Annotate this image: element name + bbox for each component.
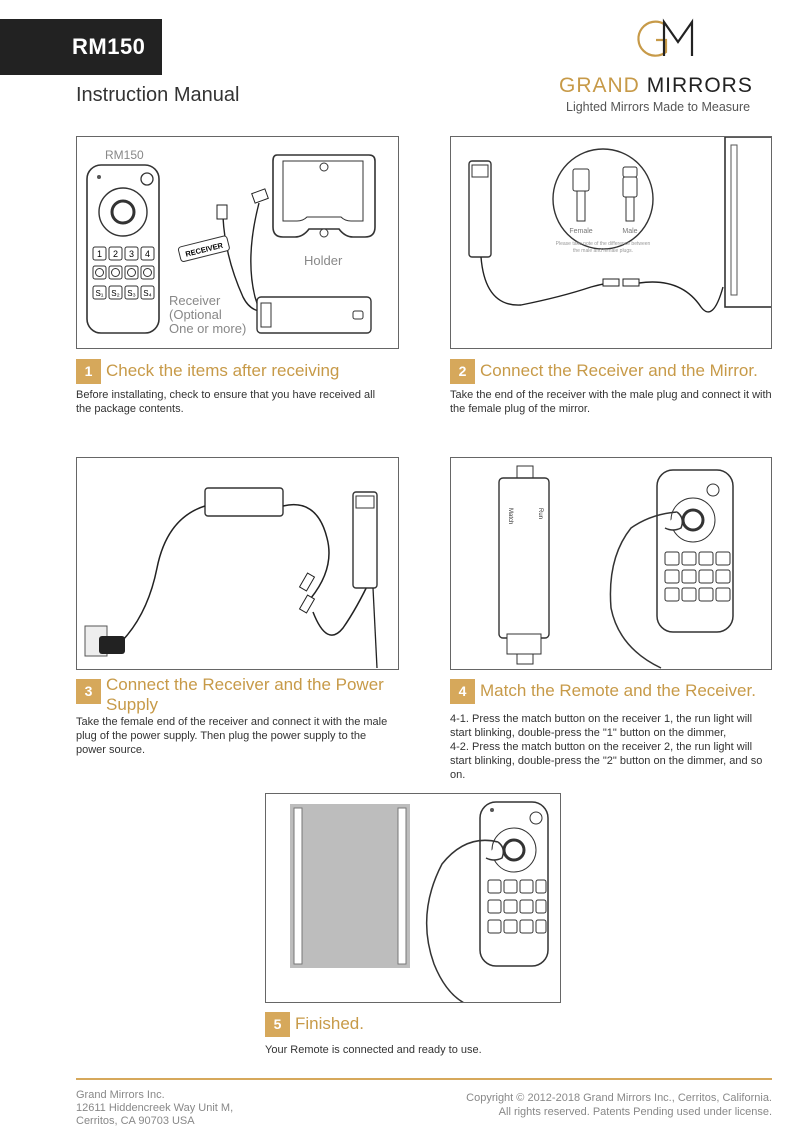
receiver-note-line2: (Optional bbox=[169, 307, 222, 322]
scene-1-label: S₁ bbox=[95, 289, 103, 298]
gm-monogram-icon bbox=[637, 18, 694, 57]
remote-label: RM150 bbox=[105, 148, 144, 162]
receiver-front-illustration: Match Run bbox=[498, 465, 550, 665]
power-supply-illustration bbox=[204, 487, 284, 517]
step-1-description: Before installating, check to ensure tha… bbox=[76, 389, 376, 415]
step-3-title: Connect the Receiver and the Power Suppl… bbox=[106, 675, 384, 714]
wall-outlet-plug-illustration bbox=[84, 625, 125, 657]
step-4-title: Match the Remote and the Receiver. bbox=[480, 681, 756, 700]
receiver-vertical-illustration bbox=[468, 160, 492, 258]
step-2-number: 2 bbox=[450, 359, 475, 384]
mirror-edge-illustration bbox=[724, 137, 771, 308]
brand-name-part1: GRAND bbox=[559, 74, 640, 97]
power-icon bbox=[140, 172, 154, 186]
model-tab: RM150 bbox=[0, 19, 162, 75]
footer-company: Grand Mirrors Inc. bbox=[76, 1089, 165, 1101]
scene-2-label: S₂ bbox=[111, 289, 119, 298]
receiver-vertical-illustration bbox=[352, 491, 378, 589]
panel-finished bbox=[265, 793, 561, 1003]
receiver-illustration bbox=[256, 296, 372, 334]
footer-address: Grand Mirrors Inc. 12611 Hiddencreek Way… bbox=[76, 1089, 233, 1128]
scene-4-label: S₄ bbox=[143, 289, 152, 298]
button-4-label: 4 bbox=[145, 249, 150, 259]
step-2-description: Take the end of the receiver with the ma… bbox=[450, 389, 772, 415]
footer-divider bbox=[76, 1078, 772, 1080]
footer-copyright-line: Copyright © 2012-2018 Grand Mirrors Inc.… bbox=[466, 1092, 772, 1104]
receiver-tag: RECEIVER bbox=[177, 235, 230, 262]
button-2-label: 2 bbox=[113, 249, 118, 259]
step-4-number: 4 bbox=[450, 679, 475, 704]
scene-3-label: S₃ bbox=[127, 289, 136, 298]
brand-tagline: Lighted Mirrors Made to Measure bbox=[566, 100, 751, 114]
remote-scene-buttons: S₁ S₂ S₃ S₄ bbox=[92, 285, 155, 300]
step-1-title: Check the items after receiving bbox=[106, 361, 340, 380]
plug-note-line2: the male and female plugs. bbox=[573, 248, 633, 254]
button-3-label: 3 bbox=[129, 249, 134, 259]
step-5-number: 5 bbox=[265, 1012, 290, 1037]
hand-holding-remote-illustration bbox=[609, 469, 734, 669]
brand-name-part2: MIRRORS bbox=[646, 74, 753, 97]
panel-connect-power bbox=[76, 457, 399, 670]
hand-holding-remote-illustration bbox=[425, 801, 549, 1002]
plug-note-line1: Please take note of the difference betwe… bbox=[556, 241, 651, 247]
lighted-mirror-illustration bbox=[290, 804, 410, 968]
footer-address-line1: 12611 Hiddencreek Way Unit M, bbox=[76, 1102, 234, 1114]
footer-rights-line: All rights reserved. Patents Pending use… bbox=[498, 1106, 772, 1118]
plug-detail-circle: Female Male Please take note of the diff… bbox=[552, 148, 654, 254]
male-plug-label: Male bbox=[622, 228, 637, 235]
match-label: Match bbox=[507, 508, 513, 524]
button-1-label: 1 bbox=[97, 249, 102, 259]
step-2-title: Connect the Receiver and the Mirror. bbox=[480, 361, 758, 380]
panel-connect-mirror: Female Male Please take note of the diff… bbox=[450, 136, 772, 349]
remote-mode-buttons bbox=[92, 265, 155, 280]
step-5-title: Finished. bbox=[295, 1014, 364, 1033]
step-5-description: Your Remote is connected and ready to us… bbox=[265, 1044, 482, 1056]
panel-package-contents: RM150 1 2 3 4 S₁ bbox=[76, 136, 399, 349]
brand-logo: GRAND MIRRORS Lighted Mirrors Made to Me… bbox=[556, 18, 776, 114]
brand-name: GRAND MIRRORS bbox=[559, 74, 753, 98]
receiver-note-line1: Receiver bbox=[169, 293, 221, 308]
step-1-number: 1 bbox=[76, 359, 101, 384]
holder-label: Holder bbox=[304, 253, 343, 268]
footer-address-line2: Cerritos, CA 90703 USA bbox=[76, 1115, 195, 1127]
manual-title: Instruction Manual bbox=[76, 84, 240, 106]
step-3-number: 3 bbox=[76, 679, 101, 704]
female-plug-label: Female bbox=[569, 228, 592, 235]
footer-copyright: Copyright © 2012-2018 Grand Mirrors Inc.… bbox=[466, 1091, 772, 1119]
remote-number-buttons: 1 2 3 4 bbox=[92, 246, 155, 261]
step-4-description: 4-1. Press the match button on the recei… bbox=[450, 713, 763, 781]
panel-match-remote: Match Run bbox=[450, 457, 772, 670]
step-3-description: Take the female end of the receiver and … bbox=[76, 716, 388, 756]
holder-illustration bbox=[272, 154, 376, 238]
run-label: Run bbox=[537, 508, 543, 519]
receiver-note-line3: One or more) bbox=[169, 321, 246, 336]
